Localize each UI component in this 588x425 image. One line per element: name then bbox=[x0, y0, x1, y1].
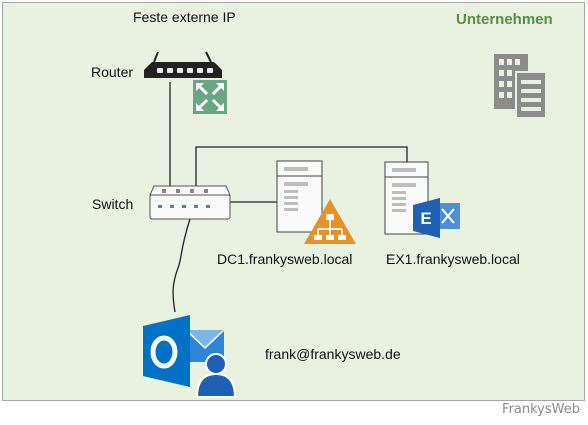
diagram-title: Unternehmen bbox=[456, 11, 553, 28]
dc1-server-icon bbox=[276, 160, 323, 233]
switch-client-link bbox=[172, 218, 191, 313]
external-ip-label: Feste externe IP bbox=[133, 9, 236, 25]
user-email-label: frank@frankysweb.de bbox=[265, 346, 401, 362]
active-directory-icon bbox=[304, 199, 356, 244]
ex1-label: EX1.frankysweb.local bbox=[386, 251, 520, 267]
exchange-letter: E bbox=[420, 209, 431, 228]
switch-icon bbox=[149, 185, 231, 220]
connection-lines bbox=[169, 82, 408, 313]
switch-label: Switch bbox=[92, 196, 134, 212]
user-avatar-icon bbox=[195, 353, 237, 398]
router-icon bbox=[144, 51, 227, 114]
watermark: FrankysWeb bbox=[502, 402, 580, 417]
dc1-label: DC1.frankysweb.local bbox=[217, 251, 353, 267]
router-label: Router bbox=[91, 64, 134, 80]
exchange-icon: E bbox=[413, 198, 460, 238]
switch-ex1-link bbox=[195, 146, 408, 186]
company-building-icon bbox=[494, 54, 547, 119]
